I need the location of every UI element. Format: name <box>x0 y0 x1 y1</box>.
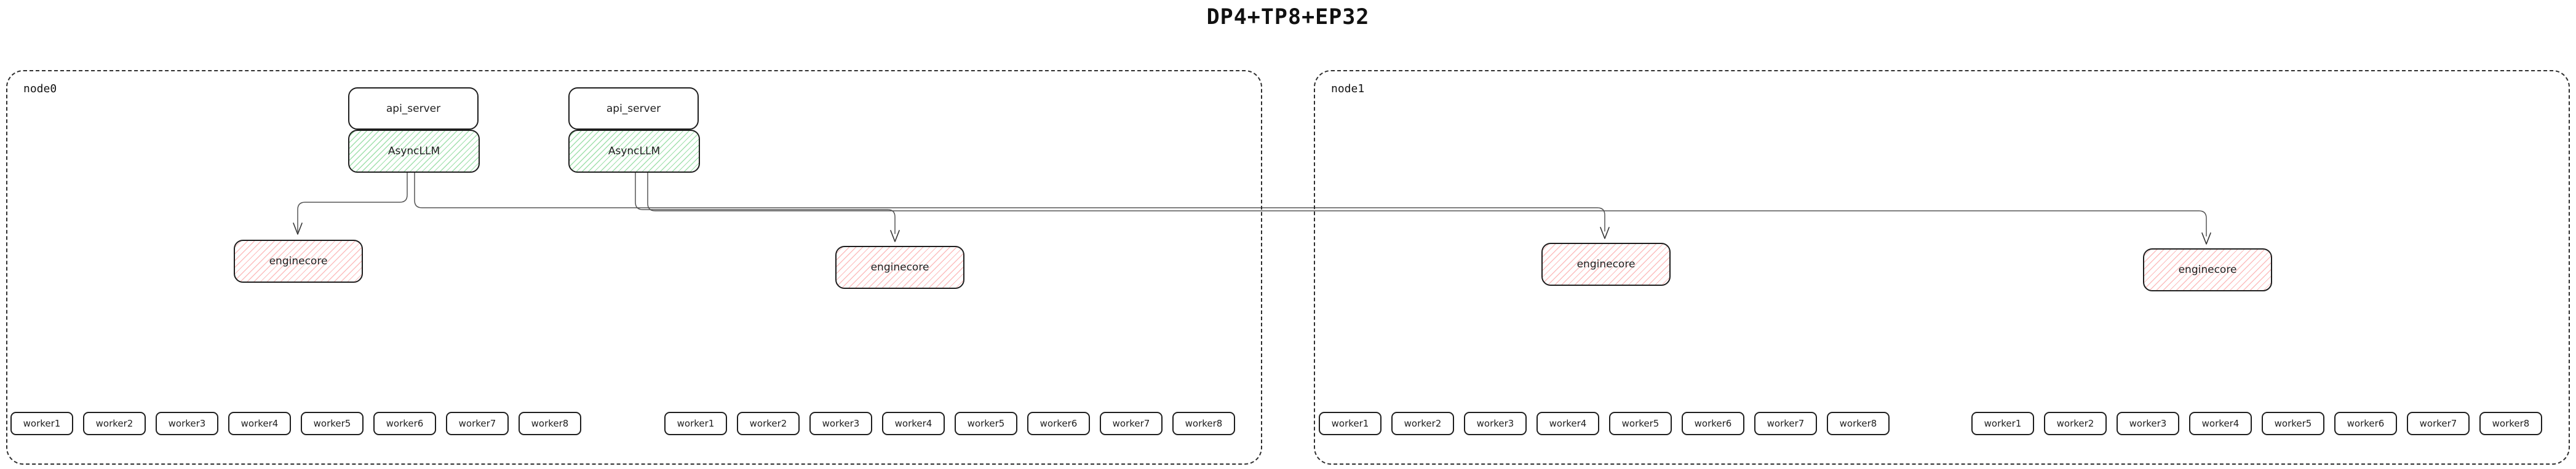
worker-box: worker2 <box>83 412 146 435</box>
worker-box: worker5 <box>2262 412 2324 435</box>
worker-box: worker8 <box>1827 412 1890 435</box>
worker-box: worker6 <box>1027 412 1090 435</box>
worker-box: worker5 <box>955 412 1017 435</box>
worker-box: worker8 <box>1172 412 1235 435</box>
worker-row: worker1 worker2 worker3 worker4 worker5 … <box>664 412 1235 435</box>
worker-box: worker3 <box>809 412 872 435</box>
worker-box: worker2 <box>737 412 800 435</box>
worker-box: worker3 <box>156 412 218 435</box>
worker-box: worker6 <box>1682 412 1744 435</box>
worker-box: worker4 <box>228 412 291 435</box>
node1-box: node1 enginecore enginecore worker1 work… <box>1314 70 2570 465</box>
worker-row: worker1 worker2 worker3 worker4 worker5 … <box>10 412 581 435</box>
worker-box: worker1 <box>1971 412 2034 435</box>
worker-box: worker2 <box>1391 412 1454 435</box>
node1-label: node1 <box>1331 82 1365 95</box>
worker-box: worker3 <box>1464 412 1527 435</box>
worker-box: worker6 <box>2334 412 2397 435</box>
worker-row: worker1 worker2 worker3 worker4 worker5 … <box>1971 412 2542 435</box>
api-server-box: api_server <box>348 87 479 130</box>
api-server-box: api_server <box>568 87 699 130</box>
worker-box: worker7 <box>1754 412 1817 435</box>
worker-box: worker8 <box>519 412 581 435</box>
enginecore-box: enginecore <box>1541 243 1671 286</box>
worker-box: worker6 <box>373 412 436 435</box>
node0-label: node0 <box>23 82 57 95</box>
worker-box: worker1 <box>10 412 73 435</box>
worker-box: worker4 <box>882 412 945 435</box>
worker-box: worker7 <box>2407 412 2470 435</box>
enginecore-box: enginecore <box>234 240 363 283</box>
enginecore-box: enginecore <box>2143 248 2272 291</box>
asyncllm-box: AsyncLLM <box>568 130 700 173</box>
worker-box: worker4 <box>2189 412 2252 435</box>
worker-box: worker5 <box>301 412 364 435</box>
worker-box: worker2 <box>2044 412 2107 435</box>
worker-box: worker5 <box>1609 412 1672 435</box>
asyncllm-box: AsyncLLM <box>348 130 480 173</box>
worker-box: worker7 <box>446 412 509 435</box>
worker-box: worker3 <box>2117 412 2179 435</box>
worker-box: worker1 <box>664 412 727 435</box>
worker-box: worker1 <box>1319 412 1381 435</box>
worker-box: worker8 <box>2479 412 2542 435</box>
enginecore-box: enginecore <box>835 246 964 289</box>
diagram-title: DP4+TP8+EP32 <box>1206 5 1370 30</box>
worker-box: worker4 <box>1536 412 1599 435</box>
node0-box: node0 api_server AsyncLLM api_server Asy… <box>6 70 1262 465</box>
worker-box: worker7 <box>1100 412 1163 435</box>
worker-row: worker1 worker2 worker3 worker4 worker5 … <box>1319 412 1890 435</box>
